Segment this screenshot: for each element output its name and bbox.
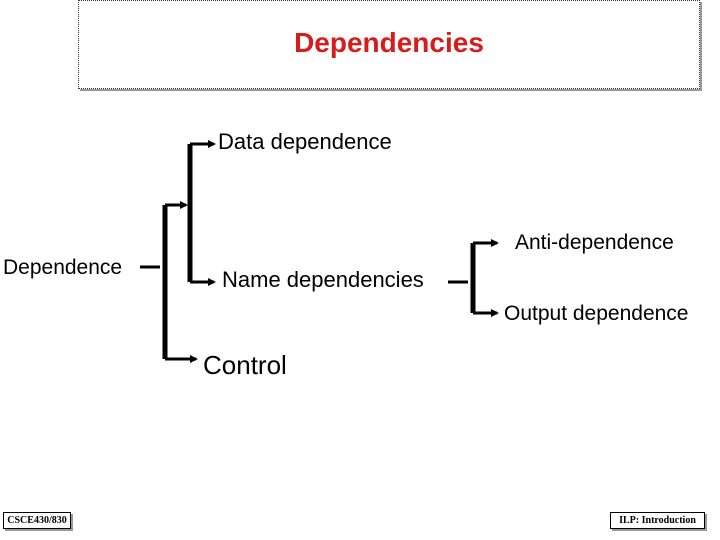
footer-topic: ILP: Introduction	[610, 512, 705, 529]
label-name-dependencies: Name dependencies	[222, 267, 424, 292]
label-dependence: Dependence	[3, 256, 123, 279]
title-box: Dependencies	[78, 0, 700, 89]
label-control: Control	[203, 350, 287, 380]
label-output-dependence: Output dependence	[504, 302, 689, 325]
label-anti-dependence: Anti-dependence	[515, 231, 674, 254]
label-data-dependence: Data dependence	[218, 129, 392, 154]
slide-title: Dependencies	[294, 27, 484, 58]
footer-course: CSCE430/830	[3, 512, 71, 529]
